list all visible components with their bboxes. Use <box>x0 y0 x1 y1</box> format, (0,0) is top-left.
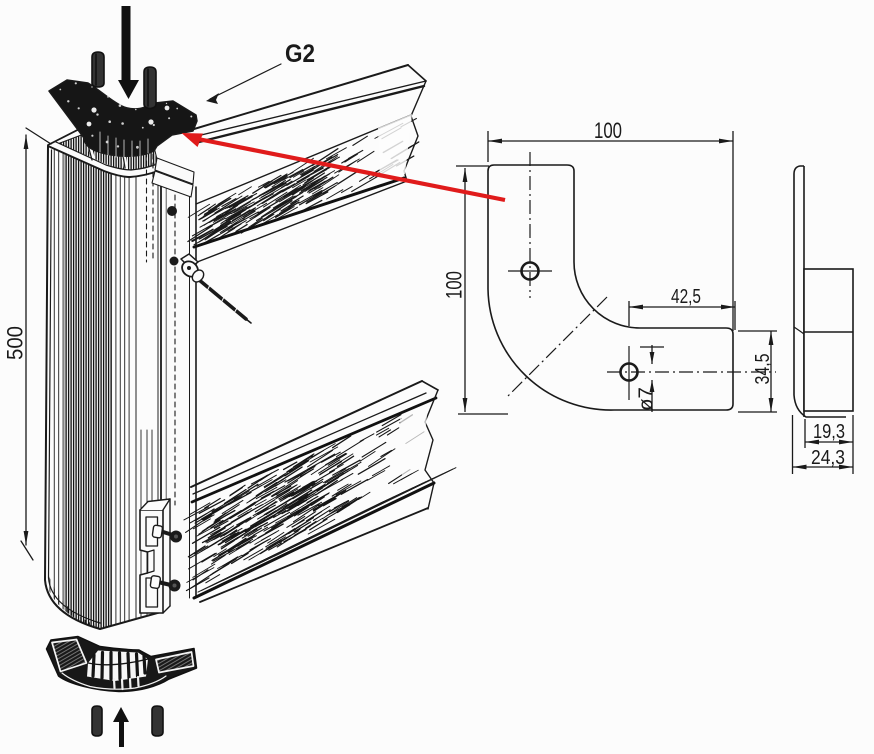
svg-text:500: 500 <box>3 326 28 360</box>
svg-text:24,3: 24,3 <box>811 447 845 469</box>
svg-text:100: 100 <box>594 118 622 143</box>
svg-text:ø7: ø7 <box>636 387 658 411</box>
svg-text:34,5: 34,5 <box>752 354 774 385</box>
svg-text:42,5: 42,5 <box>671 286 701 308</box>
svg-text:100: 100 <box>442 271 467 299</box>
svg-text:19,3: 19,3 <box>813 421 845 443</box>
svg-text:G2: G2 <box>285 40 315 68</box>
